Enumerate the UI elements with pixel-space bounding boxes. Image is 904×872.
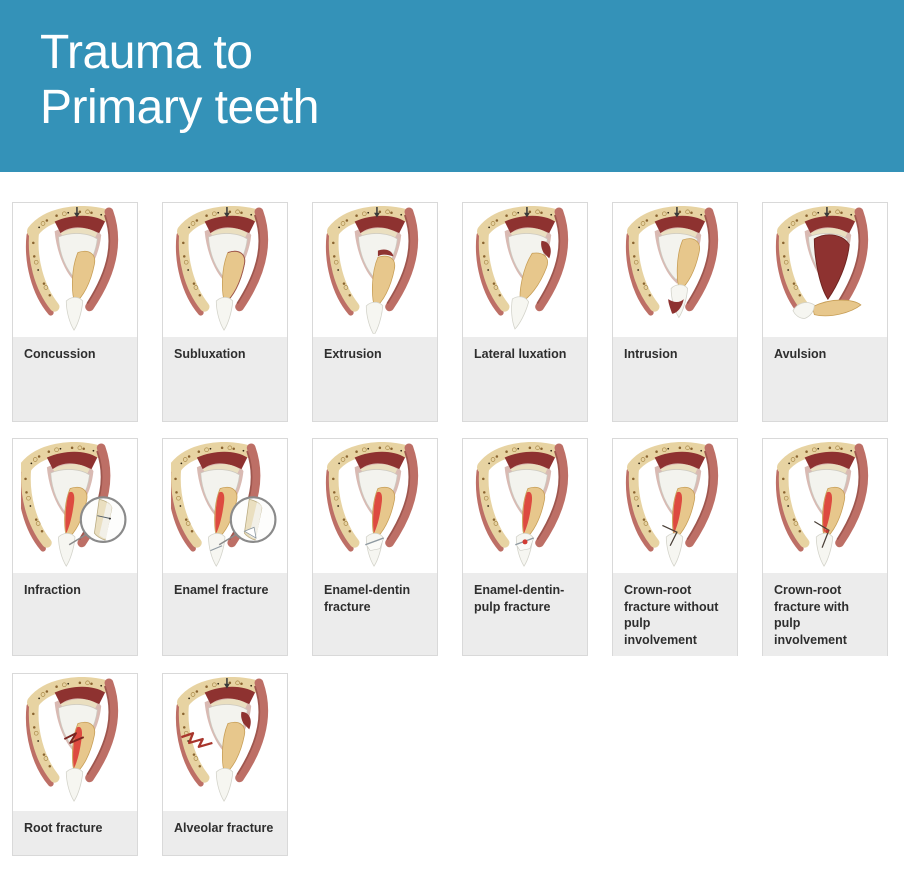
tooth-illustration-svg [175,677,269,802]
card-grid-row-2: Infraction Enamel fracture Enamel-dentin f… [12,438,904,656]
card-label: Intrusion [613,337,737,421]
card-crown-root-no-pulp[interactable]: Crown-root fracture without pulp involve… [612,438,738,656]
tooth-illustration-svg [25,677,119,802]
card-label: Alveolar fracture [163,811,287,855]
card-label: Concussion [13,337,137,421]
card-concussion[interactable]: Concussion [12,202,138,422]
tooth-illustration [463,203,587,337]
card-label: Root fracture [13,811,137,855]
tooth-illustration-svg [775,442,869,567]
tooth-illustration-svg [21,442,127,567]
card-label: Enamel fracture [163,573,287,655]
tooth-illustration [463,439,587,573]
card-root-fracture[interactable]: Root fracture [12,673,138,856]
tooth-illustration [613,203,737,337]
card-enamel-fracture[interactable]: Enamel fracture [162,438,288,656]
card-intrusion[interactable]: Intrusion [612,202,738,422]
card-label: Enamel-dentin fracture [313,573,437,655]
card-extrusion[interactable]: Extrusion [312,202,438,422]
tooth-illustration [613,439,737,573]
tooth-illustration-svg [775,206,869,319]
tooth-illustration [763,439,887,573]
card-alveolar-fracture[interactable]: Alveolar fracture [162,673,288,856]
card-label: Subluxation [163,337,287,421]
page-title-line-2: Primary teeth [40,81,319,134]
tooth-illustration-svg [325,442,419,567]
tooth-illustration-svg [171,442,277,567]
card-enamel-dentin-pulp-fracture[interactable]: Enamel-dentin-pulp fracture [462,438,588,656]
tooth-illustration [313,203,437,337]
card-avulsion[interactable]: Avulsion [762,202,888,422]
card-label: Infraction [13,573,137,655]
card-grid-row-3: Root fracture Alveolar fracture [12,673,904,856]
card-infraction[interactable]: Infraction [12,438,138,656]
card-label: Extrusion [313,337,437,421]
card-label: Crown-root fracture without pulp involve… [613,573,737,656]
card-label: Lateral luxation [463,337,587,421]
card-label: Crown-root fracture with pulp involvemen… [763,573,887,656]
header-banner: Trauma to Primary teeth [0,0,904,172]
card-lateral-luxation[interactable]: Lateral luxation [462,202,588,422]
tooth-illustration [313,439,437,573]
tooth-illustration [13,674,137,811]
tooth-illustration-svg [625,206,719,319]
tooth-illustration [163,439,287,573]
tooth-illustration-svg [25,206,119,331]
page-title-line-1: Trauma to [40,26,253,79]
tooth-illustration [163,674,287,811]
tooth-illustration-svg [625,442,719,567]
tooth-illustration [13,439,137,573]
card-enamel-dentin-fracture[interactable]: Enamel-dentin fracture [312,438,438,656]
tooth-illustration-svg [475,206,569,330]
tooth-illustration [763,203,887,337]
tooth-illustration-svg [175,206,269,331]
card-subluxation[interactable]: Subluxation [162,202,288,422]
card-grid: Concussion Subluxation Extrusion Lateral lu… [0,202,904,856]
tooth-illustration-svg [325,206,419,334]
tooth-illustration [13,203,137,337]
tooth-illustration [163,203,287,337]
card-grid-row-1: Concussion Subluxation Extrusion Lateral lu… [12,202,904,422]
card-crown-root-pulp[interactable]: Crown-root fracture with pulp involvemen… [762,438,888,656]
tooth-illustration-svg [475,442,569,567]
card-label: Avulsion [763,337,887,421]
card-label: Enamel-dentin-pulp fracture [463,573,587,655]
